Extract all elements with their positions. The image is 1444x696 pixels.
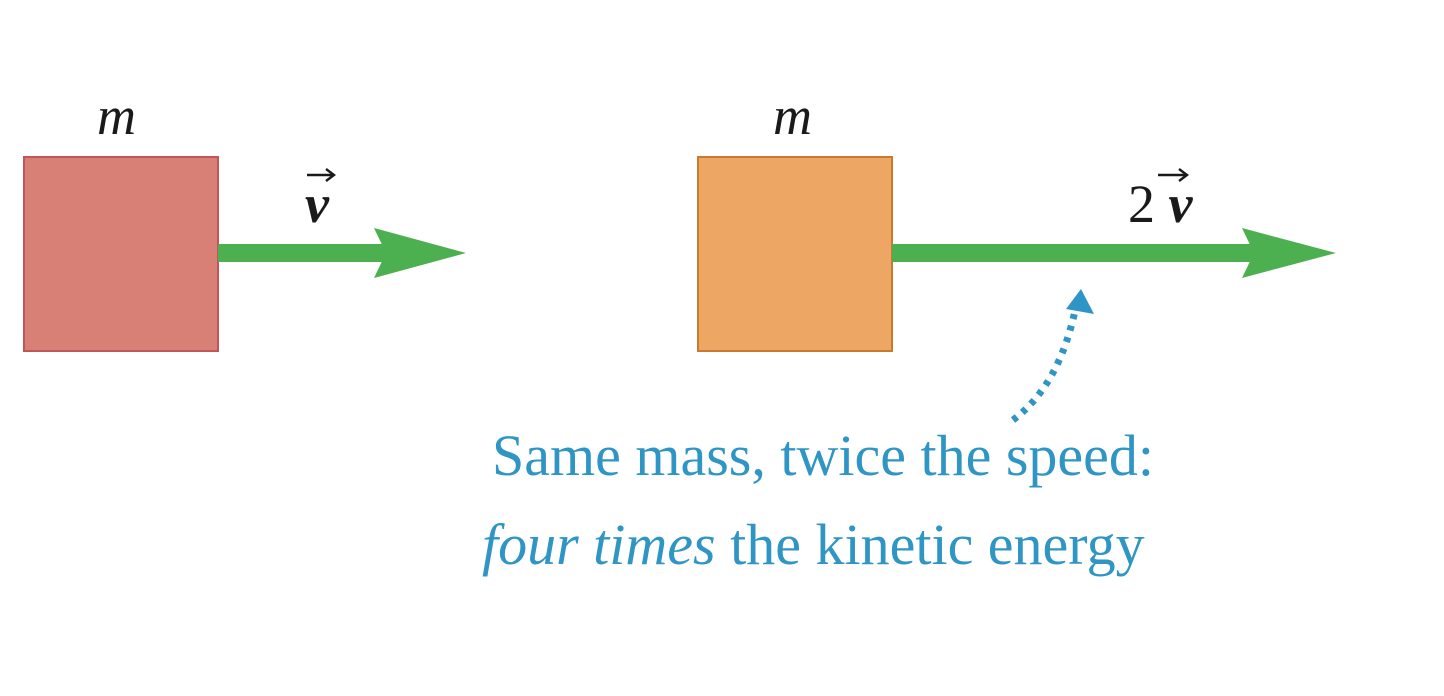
right-mass-label: m xyxy=(773,86,812,146)
caption-line-2-rest: the kinetic energy xyxy=(716,512,1145,577)
right-velocity-symbol: v xyxy=(1169,174,1194,234)
left-block xyxy=(23,156,219,352)
left-velocity-symbol: v xyxy=(305,174,330,234)
right-block xyxy=(697,156,893,352)
right-vector-arrow-icon xyxy=(1158,168,1189,182)
caption-line-1: Same mass, twice the speed: xyxy=(492,423,1154,488)
svg-text:2 v: 2 v xyxy=(1128,174,1194,234)
caption-emphasis: four times xyxy=(482,512,716,577)
right-velocity-coefficient: 2 xyxy=(1128,174,1155,234)
annotation-pointer-arrow xyxy=(1010,289,1094,423)
left-velocity-arrow xyxy=(218,228,466,278)
right-velocity-label: 2 v xyxy=(1128,168,1194,234)
right-velocity-arrow xyxy=(892,228,1336,278)
svg-text:v: v xyxy=(305,174,330,234)
caption-line-2: four times the kinetic energy xyxy=(482,512,1145,577)
left-velocity-label: v xyxy=(305,168,336,234)
left-mass-label: m xyxy=(97,86,136,146)
left-vector-arrow-icon xyxy=(307,168,336,182)
